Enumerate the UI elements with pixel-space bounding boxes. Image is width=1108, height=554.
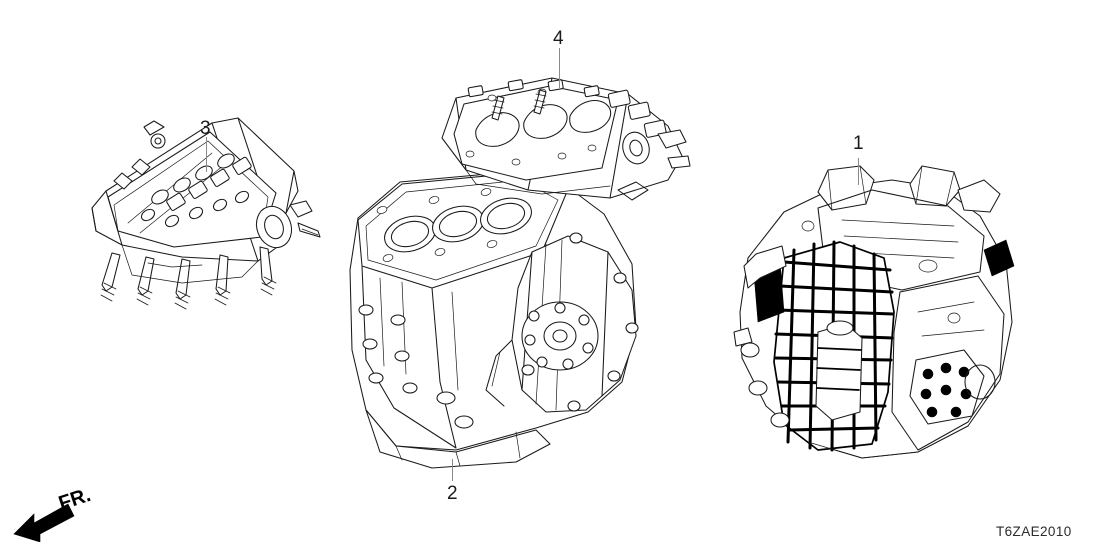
part-1-transmission-assembly[interactable] — [722, 162, 1022, 480]
front-direction-arrow-icon — [13, 503, 75, 542]
leader-line-3 — [206, 137, 208, 172]
leader-line-4 — [559, 48, 561, 88]
transmission-outline — [733, 165, 1015, 459]
callout-2[interactable]: 2 — [447, 483, 458, 504]
callout-1[interactable]: 1 — [853, 133, 864, 154]
front-direction-label: FR. — [56, 484, 94, 515]
callout-4[interactable]: 4 — [553, 28, 564, 49]
flywheel — [521, 301, 599, 371]
transmission-case-fins — [773, 240, 895, 452]
part-4-cylinder-head-front[interactable] — [432, 72, 704, 222]
callout-3[interactable]: 3 — [200, 118, 211, 139]
head-bolt-studs — [100, 246, 277, 310]
leader-line-2 — [452, 459, 454, 481]
leader-line-1 — [858, 158, 860, 185]
part-2-engine-block[interactable] — [336, 160, 666, 470]
engine-block-outline — [349, 165, 639, 469]
part-3-cylinder-head-rear[interactable] — [62, 105, 322, 320]
cylinder-bores — [384, 197, 532, 253]
diagram-code: T6ZAE2010 — [996, 524, 1072, 539]
cylinder-head-front-outline — [441, 77, 691, 201]
cylinder-head-rear-outline — [91, 117, 321, 310]
front-direction-marker: FR. — [12, 484, 112, 542]
